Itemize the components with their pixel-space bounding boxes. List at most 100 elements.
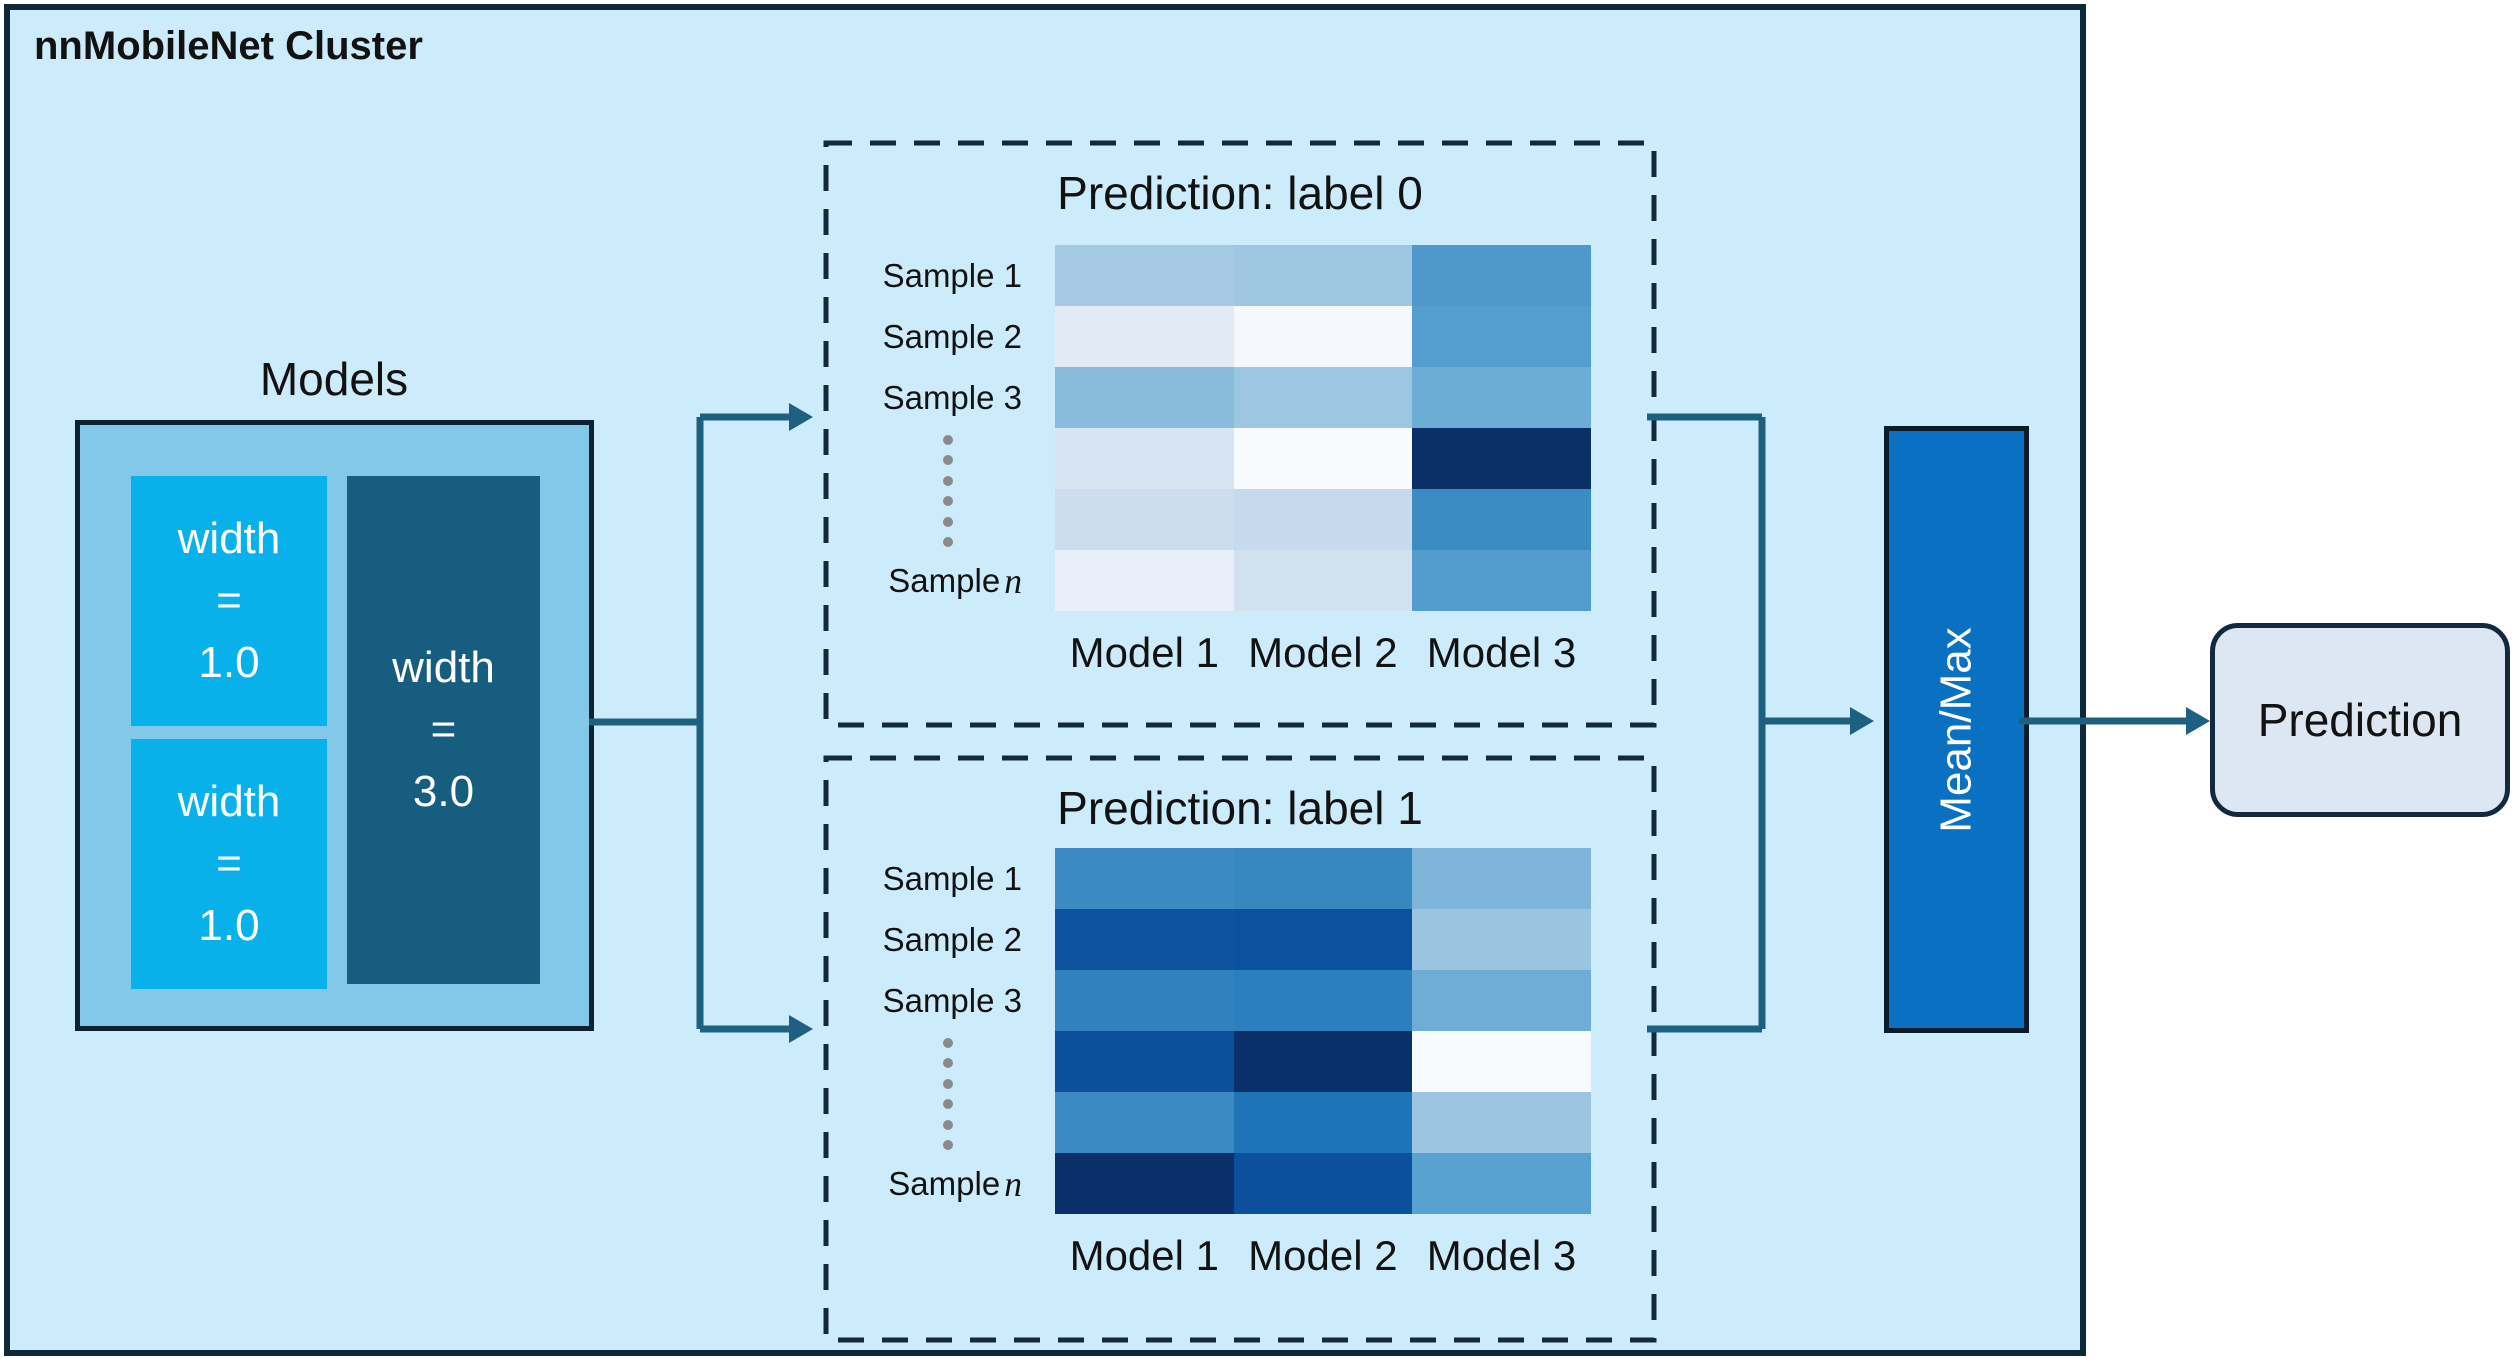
heatmap-cell [1412,428,1591,489]
width-box-line: = [216,839,242,888]
heatmap-cell [1233,1031,1413,1092]
dot [943,1119,953,1130]
heatmap-cell [1233,909,1413,970]
heatmap-cell [1055,1153,1234,1214]
dashed-border [823,140,1657,728]
dot [943,1058,953,1069]
models-group-label: Models [259,353,409,405]
heatmap-cell [1233,245,1413,306]
heatmap-cell [1412,1031,1591,1092]
heatmap-cell [1055,909,1234,970]
mean-max-box: Mean/Max [1884,426,2029,1033]
heatmap-cell [1412,909,1591,970]
heatmap-cell [1055,306,1234,367]
model-column-label: Model 2 [1248,629,1398,676]
heatmap-cell [1055,245,1234,306]
sample-label: Sample 1 [882,859,1022,897]
sample-n-italic: n [1004,1163,1022,1204]
heatmap-cell [1412,245,1591,306]
heatmap-cell [1055,367,1234,428]
model-width-box-3: width = 3.0 [347,476,540,984]
model-column-label: Model 1 [1069,629,1219,676]
sample-label: Sample 2 [882,317,1022,355]
models-box: width = 1.0 width = 1.0 width = 3.0 [75,420,594,1031]
heatmap-cell [1233,1153,1413,1214]
model-column-label: Model 3 [1426,629,1577,676]
dot [943,496,953,507]
heatmap-cell [1055,1092,1234,1153]
width-box-line: 3.0 [412,767,475,816]
heatmap-cell [1412,970,1591,1031]
model-labels: Model 1 Model 2 Model 3 [1055,1228,1591,1284]
ellipsis-dots [942,1038,954,1150]
dot [943,1038,953,1048]
dot [943,1078,953,1089]
model-labels: Model 1 Model 2 Model 3 [1055,625,1591,681]
sample-label: Sample 1 [882,256,1022,294]
heatmap-cell [1233,848,1413,909]
heatmap-cell [1412,367,1591,428]
dot [943,435,953,445]
sample-label: Sample 3 [882,378,1022,416]
heatmap-cell [1055,1031,1234,1092]
heatmap-cell [1412,306,1591,367]
sample-label: Sample 3 [882,981,1022,1019]
heatmap-cell [1412,489,1591,550]
dot [943,475,953,486]
heatmap-cell [1233,489,1413,550]
cluster-box: nnMobileNet Cluster Models width = 1.0 w… [4,4,2086,1356]
dot [943,536,953,547]
width-box-line: width [392,643,495,692]
mean-max-label: Mean/Max [1931,626,1981,833]
prediction-group-title: Prediction: label 0 [1057,167,1423,219]
model-column-label: Model 2 [1248,1232,1398,1279]
dot [943,455,953,466]
heatmap-cell [1055,970,1234,1031]
width-box-line: = [430,705,457,754]
width-box-line: = [216,576,242,625]
model-column-label: Model 1 [1069,1232,1219,1279]
dot [943,1099,953,1110]
heatmap-cell [1412,1153,1591,1214]
heatmap-cell [1412,550,1591,611]
heatmap-cell [1233,428,1413,489]
heatmap-cell [1412,848,1591,909]
width-box-line: 1.0 [198,901,260,950]
heatmap-cell [1055,489,1234,550]
arrowhead-prediction [2186,707,2210,735]
heatmap-cell [1233,306,1413,367]
width-box-line: 1.0 [198,638,260,687]
model-width-box-2: width = 1.0 [131,739,327,989]
width-box-line: width [177,514,281,563]
model-column-label: Model 3 [1426,1232,1577,1279]
cluster-title: nnMobileNet Cluster [34,24,423,68]
prediction-group-title: Prediction: label 1 [1057,782,1423,834]
dot [943,516,953,527]
prediction-heatmap-label1 [1055,848,1591,1214]
heatmap-cell [1233,1092,1413,1153]
heatmap-cell [1055,848,1234,909]
ellipsis-dots [942,435,954,547]
heatmap-cell [1233,970,1413,1031]
dashed-border [823,755,1657,1343]
heatmap-cell [1055,550,1234,611]
sample-n-italic: n [1004,560,1022,601]
width-box-line: width [177,777,281,826]
prediction-output-label: Prediction [2257,694,2463,746]
sample-label: Sample 2 [882,920,1022,958]
model-width-box-1: width = 1.0 [131,476,327,726]
prediction-output-box: Prediction [2210,623,2510,817]
prediction-heatmap-label0 [1055,245,1591,611]
dot [943,1139,953,1150]
heatmap-cell [1233,550,1413,611]
heatmap-cell [1055,428,1234,489]
